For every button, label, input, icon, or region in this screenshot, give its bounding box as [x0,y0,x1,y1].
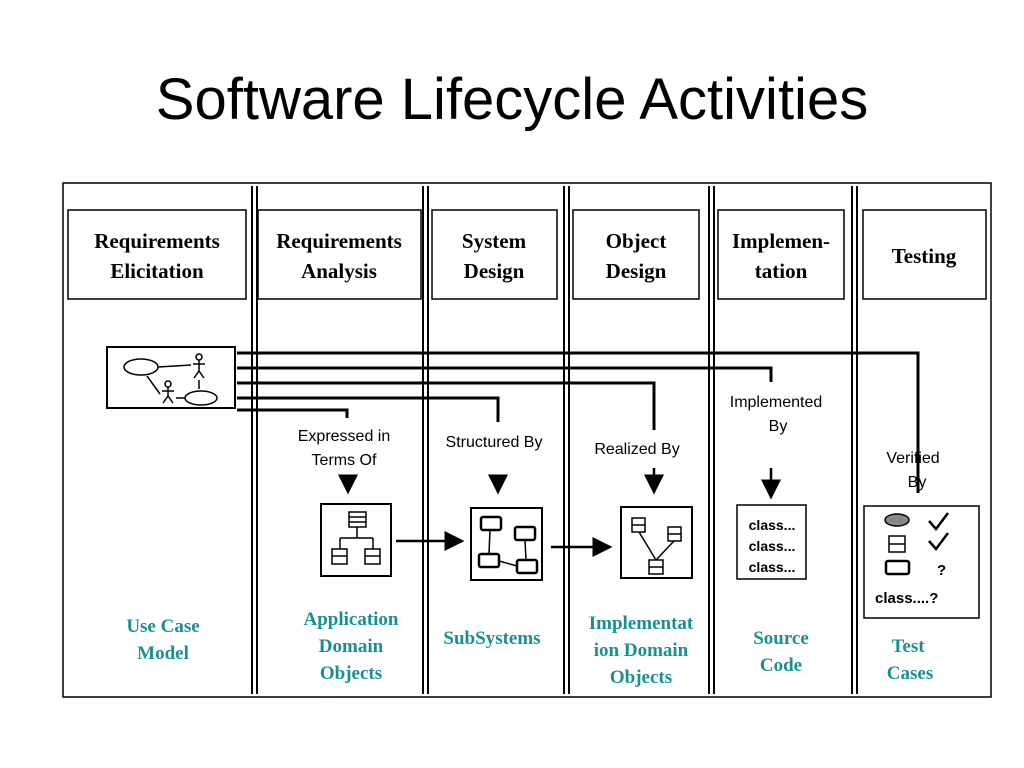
activity-box-implementation [717,209,845,300]
downward-arrows [338,468,781,500]
model-label-line: Test [891,636,925,657]
activity-label-line2: Elicitation [110,259,204,283]
model-label-line: ion Domain [594,640,689,661]
model-label-line: Domain [319,636,384,657]
activity-label-line1: Testing [892,244,957,268]
activity-label-line1: Implemen- [732,229,830,253]
activity-label-line1: Object [606,229,667,253]
model-label-line: Use Case [126,616,199,637]
source-code-line: class... [749,538,796,554]
test-class-line: class....? [875,590,938,607]
model-label-line: Objects [320,663,382,684]
source-code-line: class... [749,559,796,575]
implementation-class-icon [620,506,693,579]
class-hierarchy-icon [320,503,392,577]
model-label-line: Implementat [589,613,694,634]
relation-label: Implemented [730,394,823,411]
model-label-line: Source [753,628,809,649]
relation-label: Terms Of [312,452,377,469]
activity-label-line1: System [462,229,527,253]
activity-box-requirements-analysis [257,209,422,300]
use-case-diagram-icon [106,346,236,409]
activity-headers [67,209,987,300]
model-label-line: SubSystems [443,628,540,649]
diagram-frame [62,182,992,698]
activity-box-object-design [572,209,700,300]
activity-box-requirements-elicitation [67,209,247,300]
relation-label: By [769,418,788,435]
model-label-line: Code [760,655,802,676]
model-label-line: Cases [887,663,933,684]
activity-label-line2: tation [755,259,808,283]
trace-connectors [237,351,920,493]
source-code-box [736,504,807,580]
activity-box-testing [862,209,987,300]
activity-label-line2: Design [464,259,525,283]
checkmark-icon [928,532,949,551]
relation-label: Verified [886,450,939,467]
test-cases-icon [863,505,980,619]
activity-label-line1: Requirements [94,229,220,253]
model-label-line: Model [137,643,189,664]
source-code-line: class... [749,517,796,533]
model-label-line: Application [303,609,398,630]
column-separators [251,186,858,694]
activity-label-line2: Analysis [301,259,377,283]
activity-box-system-design [431,209,558,300]
relation-label: Realized By [594,441,679,458]
test-question-mark: ? [937,562,946,579]
model-label-line: Objects [610,667,672,688]
relation-label: Structured By [446,434,543,451]
slide-title: Software Lifecycle Activities [155,67,869,132]
relation-label: By [908,474,927,491]
horizontal-arrows [396,531,613,557]
activity-label-line1: Requirements [276,229,402,253]
relation-label: Expressed in [298,428,391,445]
activity-label-line2: Design [606,259,667,283]
subsystem-icon [470,507,543,581]
checkmark-icon [928,512,949,531]
